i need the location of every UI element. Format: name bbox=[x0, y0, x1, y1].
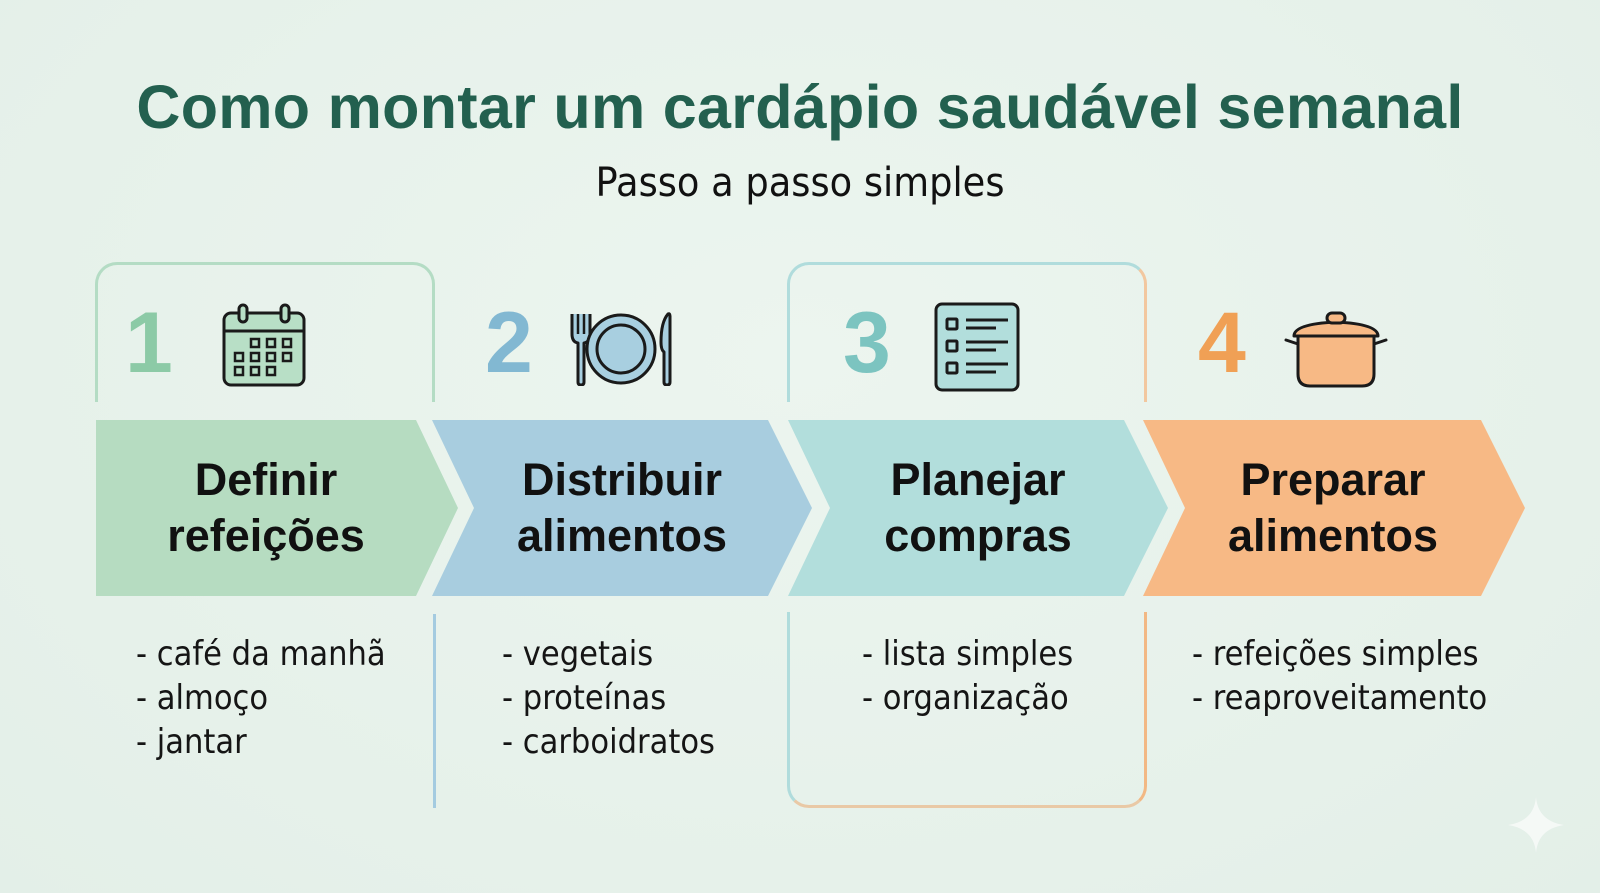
step-3-items: - lista simples - organização bbox=[862, 632, 1073, 720]
step-3-card-outline bbox=[787, 262, 1147, 402]
step-4-number: 4 bbox=[1198, 295, 1246, 391]
plate-cutlery-icon bbox=[568, 312, 676, 391]
list-item: - vegetais bbox=[502, 634, 654, 674]
list-item: - proteínas bbox=[502, 678, 667, 718]
step-1-card-outline bbox=[95, 262, 435, 402]
step-3-card-bottom-outline bbox=[787, 612, 1147, 808]
list-item: - organização bbox=[862, 678, 1069, 718]
cooking-pot-icon bbox=[1284, 310, 1388, 395]
page-subtitle: Passo a passo simples bbox=[595, 160, 1005, 206]
list-item: - jantar bbox=[136, 722, 247, 762]
step-2-items: - vegetais - proteínas - carboidratos bbox=[502, 632, 715, 764]
list-item: - almoço bbox=[136, 678, 269, 718]
list-item: - lista simples bbox=[862, 634, 1074, 674]
list-item: - reaproveitamento bbox=[1192, 678, 1488, 718]
step-4-items: - refeições simples - reaproveitamento bbox=[1192, 632, 1487, 720]
step-1-number: 1 bbox=[125, 295, 173, 391]
step-3-number: 3 bbox=[843, 295, 891, 391]
checklist-icon bbox=[934, 302, 1020, 397]
list-item: - carboidratos bbox=[502, 722, 715, 762]
list-item: - café da manhã bbox=[136, 634, 386, 674]
sparkle-icon bbox=[1508, 797, 1564, 858]
calendar-icon bbox=[221, 303, 307, 394]
list-item: - refeições simples bbox=[1192, 634, 1479, 674]
page-title: Como montar um cardápio saudável semanal bbox=[136, 73, 1464, 141]
step-1-items: - café da manhã - almoço - jantar bbox=[136, 632, 386, 764]
step-2-divider bbox=[433, 614, 436, 808]
step-2-number: 2 bbox=[485, 295, 533, 391]
